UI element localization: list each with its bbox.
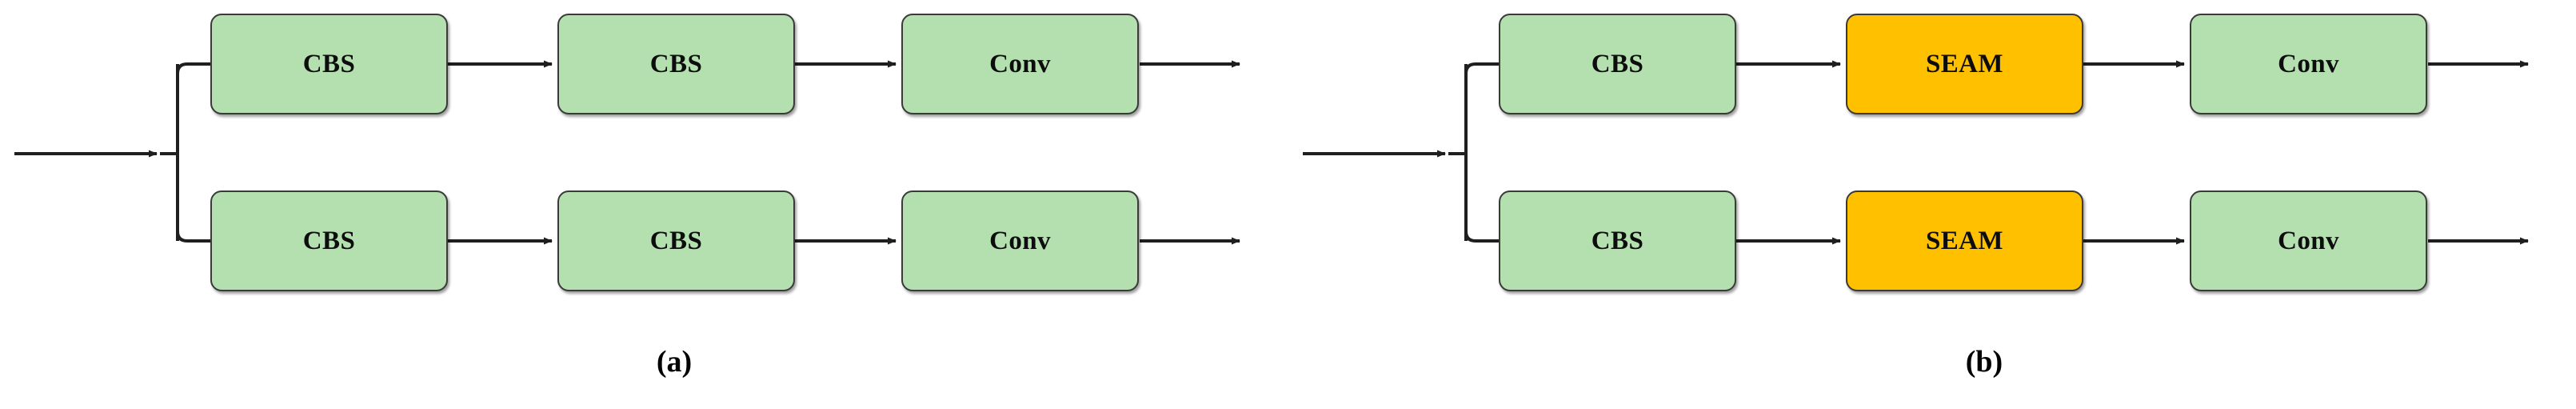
panel-b-connector-wires	[1303, 60, 2529, 245]
node-b-bottom-seam[interactable]: SEAM	[1846, 190, 2083, 291]
node-a-bottom-cbs-1[interactable]: CBS	[210, 190, 448, 291]
branch-bottom-a	[176, 231, 210, 243]
diagram-panel-a: CBS CBS Conv CBS CBS Conv (a)	[14, 14, 1240, 379]
node-a-top-conv[interactable]: Conv	[901, 14, 1139, 114]
node-b-top-conv[interactable]: Conv	[2190, 14, 2427, 114]
node-b-bottom-conv[interactable]: Conv	[2190, 190, 2427, 291]
branch-bottom-b	[1464, 231, 1499, 243]
node-a-bottom-conv[interactable]: Conv	[901, 190, 1139, 291]
panel-a-connector-wires	[14, 60, 1240, 245]
branch-top-a	[176, 62, 210, 74]
node-b-top-cbs[interactable]: CBS	[1499, 14, 1736, 114]
node-a-bottom-cbs-2[interactable]: CBS	[557, 190, 795, 291]
panel-a-caption: (a)	[656, 345, 693, 379]
node-a-top-cbs-1[interactable]: CBS	[210, 14, 448, 114]
node-b-top-seam[interactable]: SEAM	[1846, 14, 2083, 114]
node-a-top-cbs-2[interactable]: CBS	[557, 14, 795, 114]
branch-top-b	[1464, 62, 1499, 74]
node-b-bottom-cbs[interactable]: CBS	[1499, 190, 1736, 291]
diagram-panel-b: CBS SEAM Conv CBS SEAM Conv (b)	[1288, 0, 2576, 409]
panel-b-caption: (b)	[1965, 345, 2003, 379]
